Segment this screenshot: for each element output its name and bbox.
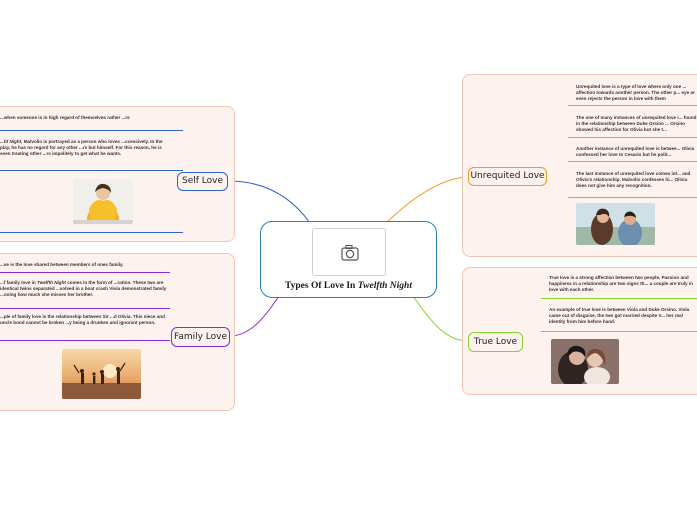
couple-embrace-photo [551,339,619,384]
link-self-love [227,180,311,224]
self-love-note-1-underline [0,130,183,131]
central-topic[interactable]: Types Of Love In Twelfth Night [260,221,437,298]
family-love-label: Family Love [173,332,228,342]
central-topic-title: Types Of Love In Twelfth Night [285,281,412,291]
unrequited-love-note-1-underline [568,105,697,106]
family-love-note-3: ...ple of family love is the relationshi… [0,314,165,326]
image-placeholder [312,228,386,276]
true-love-label: True Love [473,337,518,347]
unrequited-love-note-4-underline [568,197,697,198]
unrequited-love-note-4: The last instance of unrequited love com… [576,171,691,189]
unrequited-love-note-1: Unrequited love is a type of love where … [576,84,695,102]
self-love-note-1: ...when someone is in high regard of the… [0,115,130,120]
family-love-note-3-underline [0,340,170,341]
unrequited-love-branch[interactable]: Unrequited Love [468,167,547,186]
unrequited-love-note-2: The one of many instances of unrequited … [576,115,697,133]
unrequited-love-label: Unrequited Love [470,171,545,181]
unrequited-love-note-3-underline [568,161,697,162]
unrequited-love-note-2-underline [568,137,697,138]
family-beach-sunset-photo [62,349,141,399]
true-love-note-1: True love is a strong affection between … [549,275,693,293]
true-love-note-2: An example of true love is between Viola… [549,307,690,325]
family-love-branch[interactable]: Family Love [171,327,230,347]
family-love-note-1: ...ve is the love shared between members… [0,262,124,267]
couple-outdoors-photo [576,203,655,245]
true-love-note-1-underline [541,298,697,299]
family-love-note-2: ...f family love in Twelfth Night comes … [0,280,167,298]
true-love-note-2-underline [541,331,697,332]
link-unrequited-love [385,176,469,224]
woman-yellow-sweater-photo [73,179,133,224]
self-love-note-2-underline [0,170,183,171]
link-true-love [412,295,469,342]
family-love-note-1-underline [0,272,170,273]
camera-icon [341,245,359,261]
unrequited-love-note-3: Another instance of unrequited love is b… [576,146,695,158]
self-love-photo-underline [0,232,183,233]
self-love-label: Self Love [181,176,223,186]
true-love-branch[interactable]: True Love [468,332,523,352]
family-love-note-2-underline [0,308,170,309]
self-love-note-2: ...ht Night, Malvolio is portrayed as a … [0,139,163,157]
self-love-branch[interactable]: Self Love [177,172,228,191]
